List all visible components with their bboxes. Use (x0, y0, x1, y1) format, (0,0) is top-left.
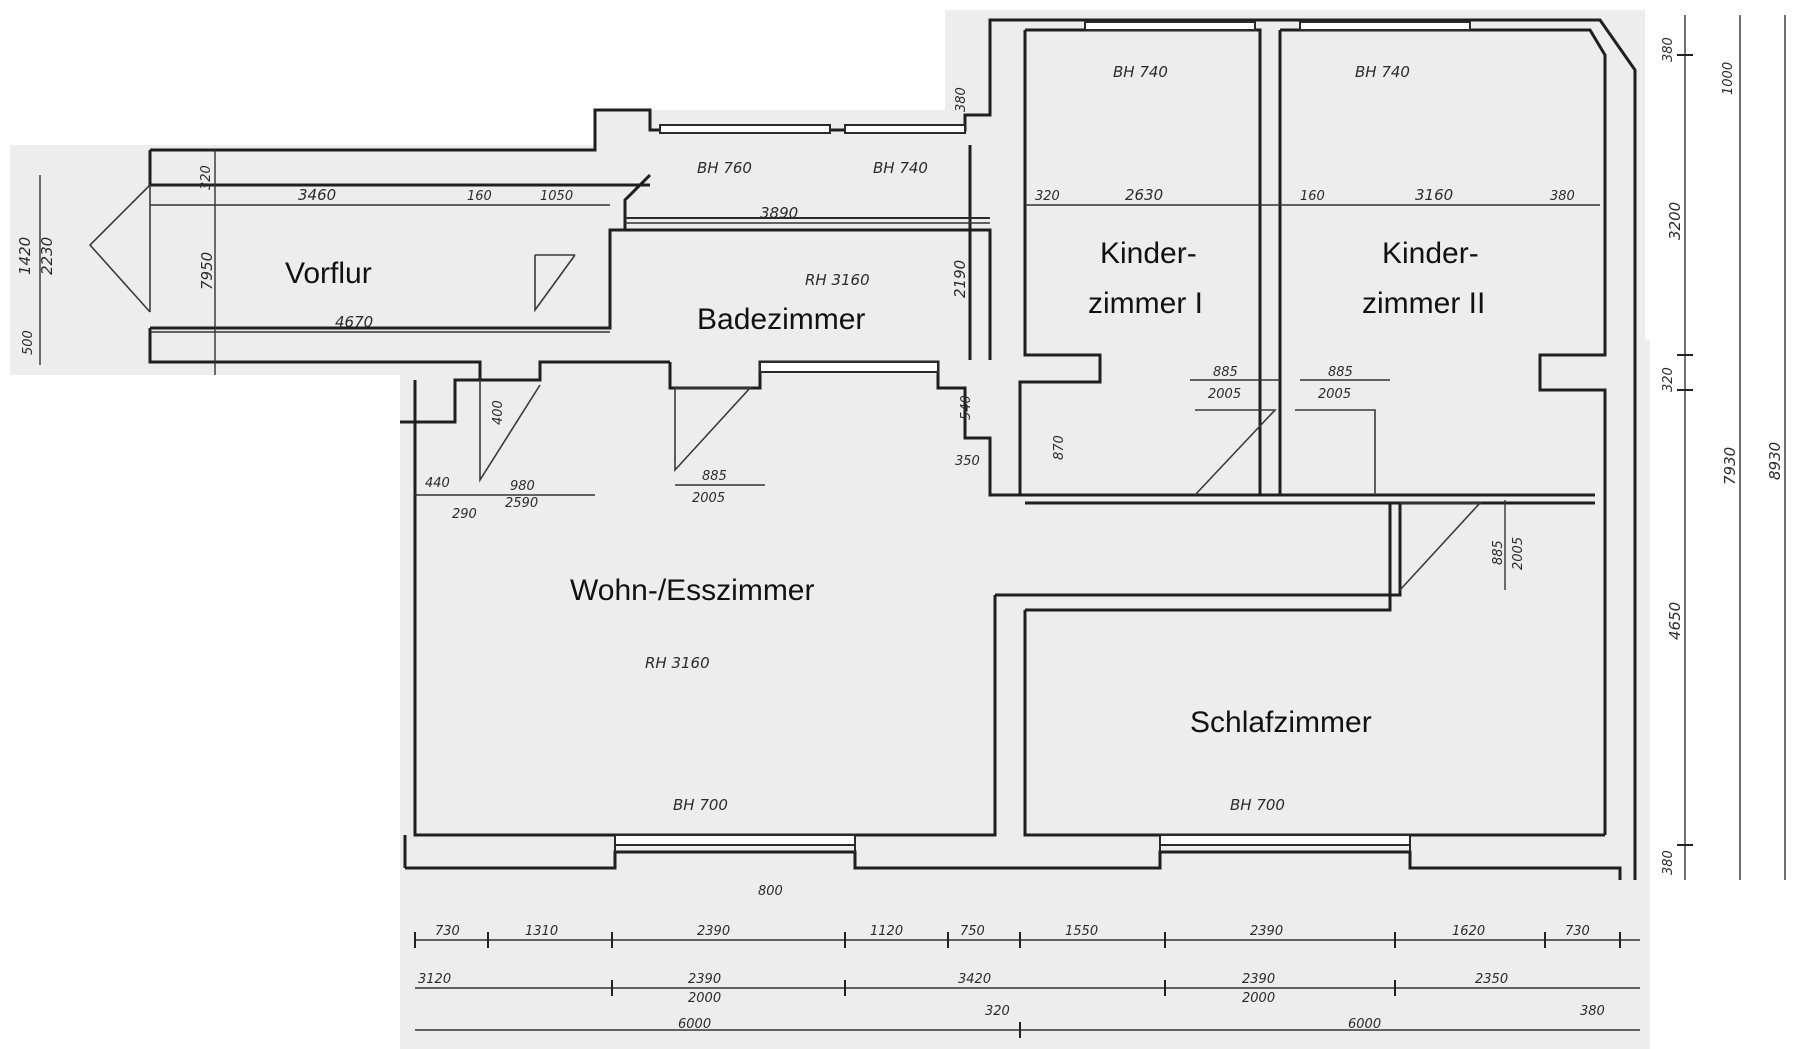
window-k2 (1299, 21, 1471, 31)
dim-door-2005-a: 2005 (1208, 387, 1241, 402)
dim-left-1420: 1420 (16, 237, 34, 275)
dim-bad-350: 350 (955, 454, 980, 469)
dim-vorflur-7950: 7950 (198, 252, 216, 290)
dim-k1-320: 320 (1035, 189, 1060, 204)
annot-bh-740-k1: BH 740 (1113, 63, 1168, 81)
dim-bad-3890: 3890 (760, 204, 798, 222)
dimension-ticks (414, 54, 1693, 1038)
dim-row2-4: 2390 (1242, 972, 1275, 987)
dim-wohn-440: 440 (425, 476, 450, 491)
dim-row1-3: 1120 (870, 924, 903, 939)
dim-door-2005-c: 2005 (692, 491, 725, 506)
dim-right-4650: 4650 (1666, 602, 1684, 640)
window-bad-2 (844, 124, 966, 134)
dim-vorflur-160: 160 (467, 189, 492, 204)
annot-bh-760: BH 760 (697, 159, 752, 177)
dim-row3-2: 6000 (1348, 1017, 1381, 1032)
dim-k1-2630: 2630 (1125, 186, 1163, 204)
dimension-texts: 3460 160 1050 4670 7950 320 1420 2230 50… (16, 37, 1784, 1032)
dim-right-1000: 1000 (1721, 62, 1736, 95)
annot-bh-700-wohn: BH 700 (673, 796, 728, 814)
dim-wohn-2590: 2590 (505, 496, 538, 511)
dim-row3-3: 380 (1580, 1004, 1605, 1019)
dim-row1-6: 2390 (1250, 924, 1283, 939)
dim-row2-2: 2000 (688, 991, 721, 1006)
annot-bh-740-bad: BH 740 (873, 159, 928, 177)
dim-right-3200: 3200 (1666, 202, 1684, 240)
dim-row2-6: 2350 (1475, 972, 1508, 987)
room-kinderzimmer-1-line1: Kinder- (1100, 237, 1197, 270)
dim-door-2005-d: 2005 (1511, 537, 1526, 570)
annotations: BH 760 BH 740 BH 740 BH 740 RH 3160 RH 3… (645, 63, 1410, 814)
annot-bh-700-schlaf: BH 700 (1230, 796, 1285, 814)
dim-door-885-b: 885 (1328, 365, 1353, 380)
doors (88, 184, 1482, 591)
dim-row2-3: 3420 (958, 972, 991, 987)
room-kinderzimmer-1-line2: zimmer I (1088, 287, 1203, 320)
dim-right-7930: 7930 (1721, 447, 1739, 485)
dim-right-380-bottom: 380 (1661, 850, 1676, 875)
dim-row1-4: 750 (960, 924, 985, 939)
annot-rh-3160-bad: RH 3160 (805, 271, 870, 289)
window-bad-1 (659, 124, 831, 134)
dim-left-2230: 2230 (38, 237, 56, 275)
dim-left-500: 500 (21, 330, 36, 355)
room-schlafzimmer: Schlafzimmer (1190, 706, 1372, 739)
dim-wohn-400: 400 (491, 400, 506, 425)
room-kinderzimmer-2-line2: zimmer II (1362, 287, 1485, 320)
dim-row3-0: 6000 (678, 1017, 711, 1032)
room-kinderzimmer-2-line1: Kinder- (1382, 237, 1479, 270)
annot-bh-740-k2: BH 740 (1355, 63, 1410, 81)
dim-right-320: 320 (1661, 367, 1676, 392)
window-wohn (614, 834, 856, 846)
window-k1 (1084, 21, 1256, 31)
annot-rh-3160-wohn: RH 3160 (645, 654, 710, 672)
dimension-lines (39, 15, 1786, 1031)
room-badezimmer: Badezimmer (697, 303, 865, 336)
dim-k2-160: 160 (1300, 189, 1325, 204)
paper-background (10, 10, 1650, 1049)
room-wohn-esszimmer: Wohn-/Esszimmer (570, 574, 814, 607)
dim-row2-0: 3120 (418, 972, 451, 987)
dim-row2-1: 2390 (688, 972, 721, 987)
dim-right-380-top: 380 (1661, 37, 1676, 62)
window-schlaf (1159, 834, 1411, 846)
dim-row1-0: 730 (435, 924, 460, 939)
dim-row2-5: 2000 (1242, 991, 1275, 1006)
dim-wohn-980: 980 (510, 479, 535, 494)
dim-k2-380: 380 (1550, 189, 1575, 204)
dim-vorflur-1050: 1050 (540, 189, 573, 204)
dim-bottom-800: 800 (758, 884, 783, 899)
dim-bad-2190: 2190 (951, 260, 969, 298)
dim-vorflur-4670: 4670 (335, 313, 373, 331)
dim-row1-5: 1550 (1065, 924, 1098, 939)
windows (614, 21, 1471, 846)
window-bad-bottom (759, 361, 939, 373)
dim-vorflur-3460: 3460 (298, 186, 336, 204)
dim-right-8930: 8930 (1766, 442, 1784, 480)
dim-row1-8: 730 (1565, 924, 1590, 939)
dim-row1-7: 1620 (1452, 924, 1485, 939)
dim-row3-1: 320 (985, 1004, 1010, 1019)
dim-door-2005-b: 2005 (1318, 387, 1351, 402)
dim-bad-540: 540 (959, 395, 974, 420)
dim-wohn-290: 290 (452, 507, 477, 522)
dim-row1-2: 2390 (697, 924, 730, 939)
dim-vorflur-320: 320 (199, 165, 214, 190)
dim-k1-870: 870 (1052, 435, 1067, 460)
dim-row1-1: 1310 (525, 924, 558, 939)
dim-k2-3160: 3160 (1415, 186, 1453, 204)
dim-door-885-c: 885 (702, 469, 727, 484)
dim-door-885-d: 885 (1491, 540, 1506, 565)
room-vorflur: Vorflur (285, 257, 372, 290)
room-labels: Vorflur Badezimmer Kinder- zimmer I Kind… (285, 237, 1485, 739)
dim-bad-380: 380 (954, 87, 969, 112)
dim-door-885-a: 885 (1213, 365, 1238, 380)
walls (148, 18, 1637, 880)
